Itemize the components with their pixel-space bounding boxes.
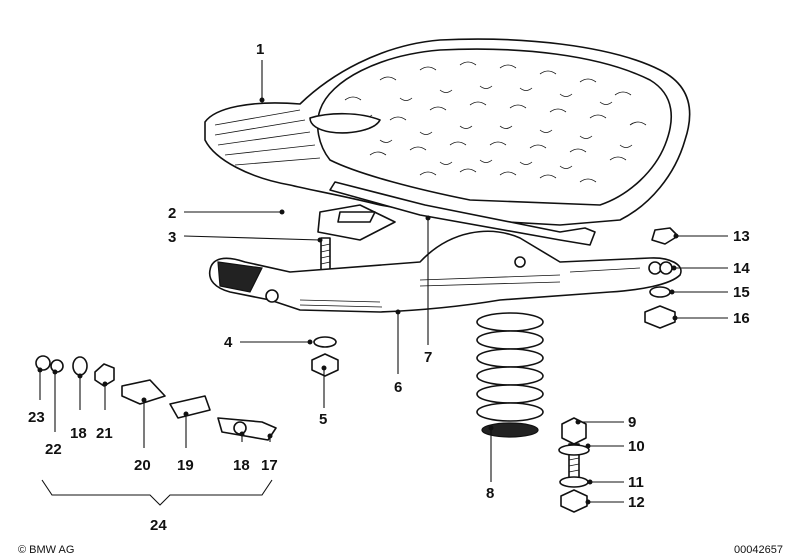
callout-20: 20 [134, 457, 151, 474]
callout-4: 4 [224, 334, 233, 351]
callout-21: 21 [96, 425, 113, 442]
callout-5: 5 [319, 411, 327, 428]
nut-16 [644, 305, 676, 329]
callout-9: 9 [628, 414, 636, 431]
seat-clamp [317, 204, 396, 241]
seat-frame [208, 230, 682, 313]
copyright-text: © BMW AG [18, 544, 74, 556]
callout-8: 8 [486, 485, 494, 502]
bolt-set [558, 417, 590, 513]
callout-labels: 1 2 3 4 5 6 7 8 9 10 11 12 13 14 15 16 1… [28, 41, 750, 534]
callout-14: 14 [733, 260, 750, 277]
callout-11: 11 [628, 474, 644, 491]
spring-rod [329, 181, 596, 246]
callout-16: 16 [733, 310, 750, 327]
pin-set [35, 355, 277, 441]
drawing-number: 00042657 [734, 544, 783, 556]
callout-18-right: 18 [233, 457, 250, 474]
clamp-bolt [320, 237, 331, 273]
callout-19: 19 [177, 457, 194, 474]
callout-18-left: 18 [70, 425, 87, 442]
group-bracket [41, 479, 273, 506]
callout-7: 7 [424, 349, 432, 366]
seat-cushion [204, 38, 691, 226]
callout-15: 15 [733, 284, 750, 301]
callout-10: 10 [628, 438, 645, 455]
cap-13 [651, 227, 679, 245]
callout-1: 1 [256, 41, 264, 58]
bushing-14 [659, 261, 673, 275]
washer-4 [313, 336, 337, 348]
coil-spring [476, 312, 544, 438]
callout-23: 23 [28, 409, 45, 426]
washer-15 [649, 286, 671, 298]
callout-24: 24 [150, 517, 167, 534]
nut-5 [311, 353, 339, 377]
callout-2: 2 [168, 205, 176, 222]
callout-22: 22 [45, 441, 62, 458]
callout-13: 13 [733, 228, 750, 245]
callout-6: 6 [394, 379, 402, 396]
callout-3: 3 [168, 229, 176, 246]
callout-12: 12 [628, 494, 645, 511]
callout-17: 17 [261, 457, 278, 474]
leader-lines [37, 60, 728, 505]
